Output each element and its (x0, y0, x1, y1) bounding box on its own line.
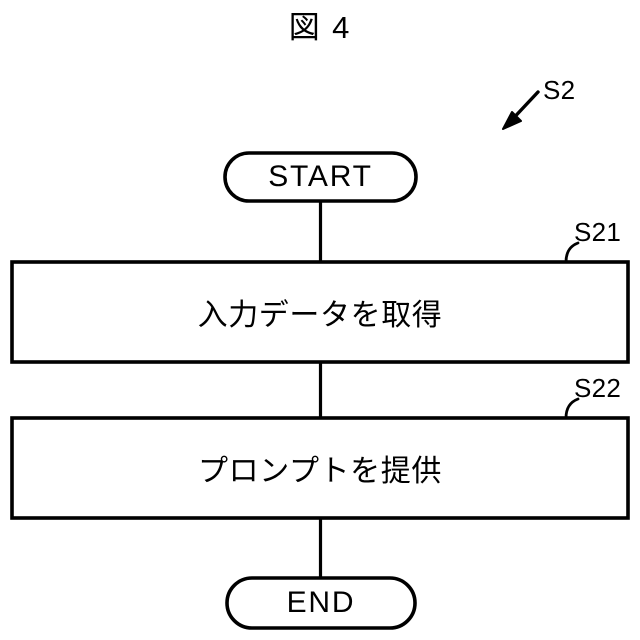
process-box-s22-shape (10, 416, 630, 520)
callout-label-s2: S2 (543, 75, 576, 105)
ref-label-s22: S22 (574, 373, 622, 403)
process-box-s21-shape (10, 260, 630, 364)
s21-leader-line (564, 241, 580, 264)
s2-callout-arrow-icon (502, 90, 540, 130)
s22-leader-line (564, 397, 580, 420)
figure-title: 図 4 (288, 10, 352, 45)
ref-label-s21: S21 (574, 217, 622, 247)
start-terminator-shape (223, 151, 418, 203)
end-terminator-shape (225, 576, 417, 630)
